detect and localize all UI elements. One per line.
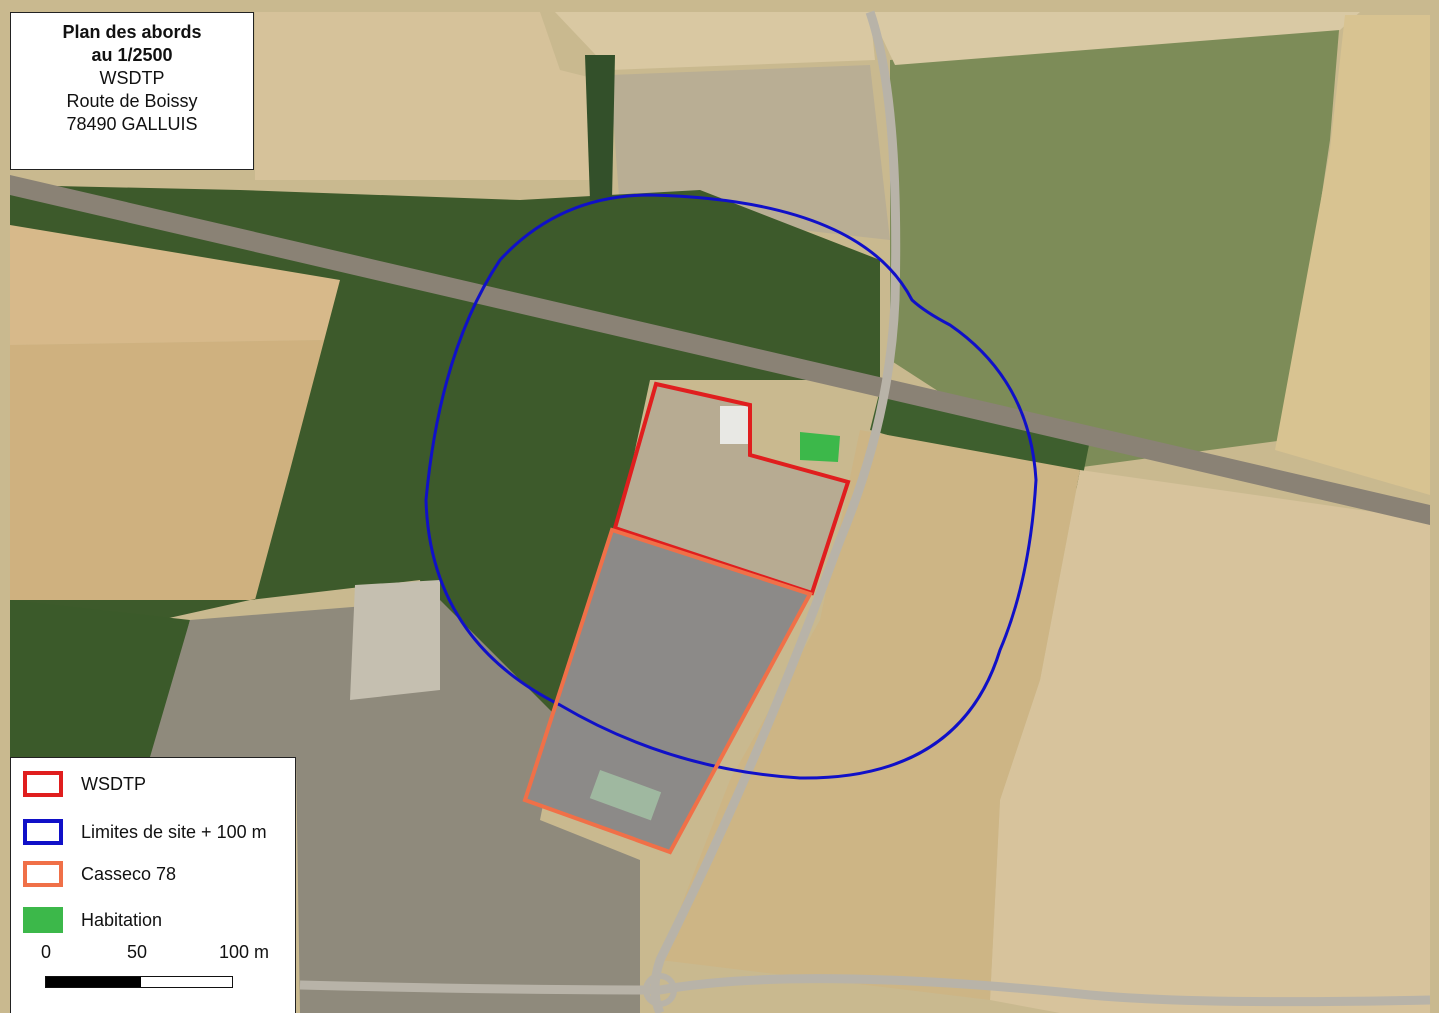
site-city: 78490 GALLUIS: [66, 114, 198, 134]
site-name: WSDTP: [99, 68, 165, 88]
railway: [10, 175, 1430, 525]
forest-central: [10, 185, 880, 730]
field-top-left: [255, 12, 600, 180]
scale-label-100m: 100 m: [219, 942, 270, 962]
field-left-upper: [10, 225, 340, 345]
site-limit-100m-outline: [424, 193, 1038, 780]
industrial-yard: [350, 580, 440, 700]
legend-box: WSDTP Limites de site + 100 m Casseco 78…: [10, 757, 296, 1013]
green-roof-building: [589, 769, 662, 821]
legend-item-wsdtp: WSDTP: [23, 770, 146, 798]
legend-label-wsdtp: WSDTP: [81, 773, 146, 794]
legend-label-habitation: Habitation: [81, 909, 163, 930]
tree-row: [585, 55, 615, 200]
field-top-right: [870, 12, 1360, 65]
field-right-strip: [660, 430, 1080, 1000]
scale-bar: [45, 976, 233, 988]
map-title: Plan des abords: [62, 22, 202, 42]
wsdtp-yard: [615, 384, 848, 593]
legend-label-limit: Limites de site + 100 m: [81, 821, 267, 842]
scale-bar-black-segment: [46, 977, 141, 987]
field-left-main: [10, 340, 325, 600]
legend-swatch-habitation: [23, 907, 63, 933]
field-far-right: [1275, 15, 1430, 495]
scale-label-50: 50: [127, 942, 148, 962]
legend-item-limit: Limites de site + 100 m: [23, 818, 267, 846]
casseco-yard: [525, 530, 810, 852]
map-scale-title: au 1/2500: [91, 45, 173, 65]
legend-swatch-wsdtp: [23, 771, 63, 797]
field-right-large: [990, 470, 1430, 1013]
legend-item-habitation: Habitation: [23, 906, 162, 934]
wsdtp-boundary: [612, 381, 851, 596]
road-bottom: [299, 974, 1431, 1007]
habitation-polygon: [800, 432, 840, 462]
legend-swatch-casseco: [23, 861, 63, 887]
site-street: Route de Boissy: [66, 91, 198, 111]
field-top-middle: [555, 12, 875, 70]
casseco-boundary: [522, 527, 813, 855]
road-vertical: [650, 10, 901, 1013]
white-building: [720, 406, 752, 444]
field-green-top-right: [890, 18, 1340, 470]
legend-label-casseco: Casseco 78: [81, 863, 177, 884]
forest-left-lower: [10, 600, 190, 760]
legend-swatch-limit: [23, 819, 63, 845]
map-title-box: Plan des abords au 1/2500 WSDTP Route de…: [10, 12, 254, 170]
roundabout: [643, 973, 677, 1007]
legend-item-casseco: Casseco 78: [23, 860, 176, 888]
scale-label-0: 0: [41, 942, 52, 962]
settlement-area: [150, 600, 640, 1013]
